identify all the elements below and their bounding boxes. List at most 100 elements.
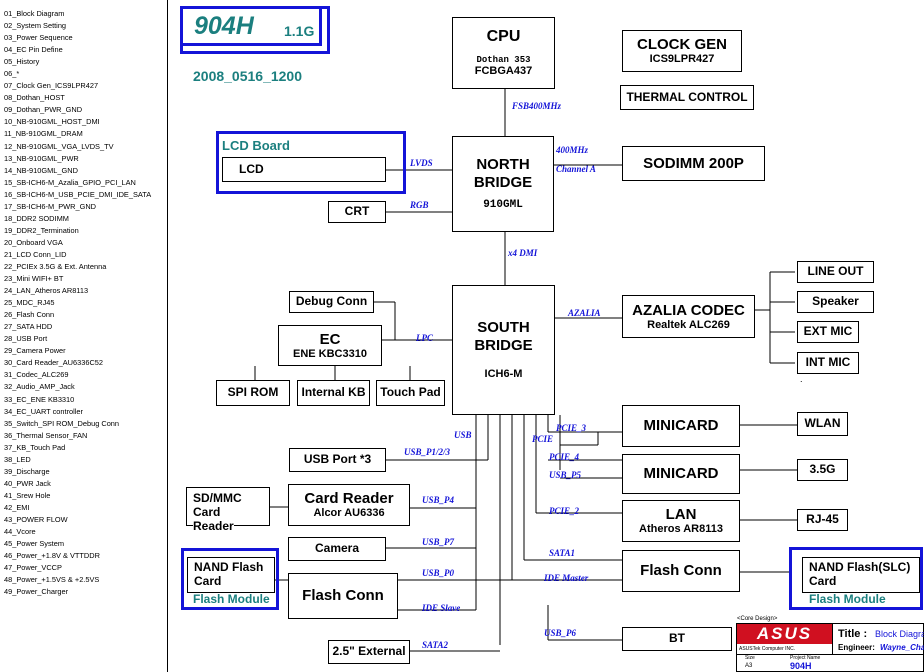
minicard-2-block: MINICARD xyxy=(622,454,740,494)
page-index-item: 25_MDC_RJ45 xyxy=(4,298,55,308)
speaker-block: Speaker xyxy=(797,291,874,313)
page-index-item: 49_Power_Charger xyxy=(4,587,69,597)
page-index-item: 12_NB-910GML_VGA_LVDS_TV xyxy=(4,141,114,151)
sdmmc-block: SD/MMC Card Reader xyxy=(186,487,270,534)
engineer-label: Engineer: xyxy=(838,643,875,652)
thermal-control-block: THERMAL CONTROL xyxy=(620,85,754,110)
sig-ide-slave: IDE Slave xyxy=(422,603,461,613)
sdmmc-line1: SD/MMC xyxy=(193,491,242,505)
tb-divider-v xyxy=(832,624,833,654)
size-value: A3 xyxy=(745,663,753,669)
page-index-item: 17_SB-ICH6-M_PWR_GND xyxy=(4,201,96,211)
page-index-item: 01_Block Diagram xyxy=(4,9,65,18)
company-name: ASUSTek Computer INC. xyxy=(739,646,796,652)
azalia-codec-block: AZALIA CODEC Realtek ALC269 xyxy=(622,295,755,338)
page-index-item: 19_DDR2_Termination xyxy=(4,225,79,235)
page-index-item: 04_EC Pin Define xyxy=(4,45,63,55)
page-index-item: 41_Srew Hole xyxy=(4,490,51,500)
sb-chip: ICH6-M xyxy=(484,367,523,380)
nand-right-block: NAND Flash(SLC) Card xyxy=(802,557,920,593)
page-index-item: 35_Switch_SPI ROM_Debug Conn xyxy=(4,418,120,428)
page-index-item: 33_EC_ENE KB3310 xyxy=(4,394,75,404)
page-index-item: 36_Thermal Sensor_FAN xyxy=(4,430,88,440)
bt-block: BT xyxy=(622,627,732,651)
page-index-item: 18_DDR2 SODIMM xyxy=(4,213,69,223)
page-index-item: 24_LAN_Atheros AR8113 xyxy=(4,286,89,296)
page-index-item: 09_Dothan_PWR_GND xyxy=(4,105,83,115)
page-index-item: 11_NB-910GML_DRAM xyxy=(4,129,83,139)
page-index-item: 05_History xyxy=(4,57,40,67)
sig-rgb: RGB xyxy=(410,200,429,210)
page-index-item: 10_NB-910GML_HOST_DMI xyxy=(4,117,100,127)
sig-usb: USB xyxy=(454,430,472,440)
ec-title: EC xyxy=(319,330,341,348)
cpu-line1: Dothan 353 xyxy=(476,54,531,65)
clock-gen-block: CLOCK GEN ICS9LPR427 xyxy=(622,30,742,72)
sig-pcie: PCIE xyxy=(532,434,554,444)
page-index-item: 21_LCD Conn_LID xyxy=(4,249,67,259)
page-index-item: 30_Card Reader_AU6336C52 xyxy=(4,358,104,368)
sig-usbp6: USB_P6 xyxy=(544,628,577,638)
sig-usbp7: USB_P7 xyxy=(422,537,455,547)
cpu-line2: FCBGA437 xyxy=(474,65,533,78)
flash-conn-left-label: Flash Conn xyxy=(302,587,384,605)
3-5g-block: 3.5G xyxy=(797,459,848,481)
flash-conn-right-label: Flash Conn xyxy=(640,562,722,580)
lcd-board-frame xyxy=(216,131,406,194)
sig-sata1: SATA1 xyxy=(549,548,576,558)
sig-fsb: FSB400MHz xyxy=(512,101,562,111)
page-index-item: 13_NB-910GML_PWR xyxy=(4,153,79,163)
page-index-item: 23_Mini WIFI+ BT xyxy=(4,274,64,284)
page-index-item: 06_* xyxy=(4,69,20,79)
page-index-item: 22_PCIEx 3.5G & Ext. Antenna xyxy=(4,261,107,271)
cpu-block: CPU Dothan 353 FCBGA437 xyxy=(452,17,555,89)
card-reader-sub: Alcor AU6336 xyxy=(313,507,385,520)
ec-sub: ENE KBC3310 xyxy=(293,347,367,360)
sodimm-block: SODIMM 200P xyxy=(622,146,765,181)
page-index-item: 29_Camera Power xyxy=(4,346,66,356)
stray-dot: . xyxy=(800,374,803,384)
sb-line2: BRIDGE xyxy=(474,336,533,354)
engineer-value: Wayne_Chang xyxy=(880,643,924,652)
page-index-item: 34_EC_UART controller xyxy=(4,406,84,416)
page-index-item: 08_Dothan_HOST xyxy=(4,93,65,103)
flash-conn-right-block: Flash Conn xyxy=(622,550,740,592)
crt-block: CRT xyxy=(328,201,386,223)
minicard-2-label: MINICARD xyxy=(643,465,719,483)
page-index-item: 14_NB-910GML_GND xyxy=(4,165,78,175)
page-index-item: 26_Flash Conn xyxy=(4,310,55,320)
page-index-item: 16_SB-ICH6-M_USB_PCIE_DMI_IDE_SATA xyxy=(4,189,152,199)
lcd-block: LCD xyxy=(222,157,386,182)
wlan-block: WLAN xyxy=(797,412,848,436)
nand-right-line1: NAND Flash(SLC) xyxy=(809,560,911,575)
page-index-item: 45_Power System xyxy=(4,539,64,549)
sb-line1: SOUTH xyxy=(477,319,530,337)
external-block: 2.5" External xyxy=(328,640,410,664)
page-index-item: 43_POWER FLOW xyxy=(4,514,68,524)
sig-lpc: LPC xyxy=(416,333,433,343)
sig-pcie2: PCIE_2 xyxy=(549,506,580,516)
lan-block: LAN Atheros AR8113 xyxy=(622,500,740,542)
south-bridge-block: SOUTH BRIDGE ICH6-M xyxy=(452,285,555,415)
internal-kb-block: Internal KB xyxy=(297,380,370,406)
nand-left-line1: NAND Flash xyxy=(194,560,264,575)
page-index-item: 15_SB-ICH6-M_Azalia_GPIO_PCI_LAN xyxy=(4,177,136,187)
page-index-item: 48_Power_+1.5VS & +2.5VS xyxy=(4,575,100,585)
page-index-item: 07_Clock Gen_ICS9LPR427 xyxy=(4,81,99,91)
sdmmc-line2: Card xyxy=(193,504,221,519)
sig-pcie4: PCIE_4 xyxy=(549,452,580,462)
flash-module-right-label: Flash Module xyxy=(809,592,886,606)
lan-sub: Atheros AR8113 xyxy=(639,523,723,536)
usb-port-block: USB Port *3 xyxy=(289,448,386,472)
north-bridge-block: NORTH BRIDGE 910GML xyxy=(452,136,554,232)
sig-usbp4: USB_P4 xyxy=(422,495,455,505)
page-index-item: 46_Power_+1.8V & VTTDDR xyxy=(4,551,100,561)
model-name: 904H xyxy=(194,12,254,40)
line-out-block: LINE OUT xyxy=(797,261,874,283)
nand-left-line2: Card xyxy=(194,574,222,588)
nb-line1: NORTH xyxy=(476,156,530,174)
flash-module-left-frame xyxy=(181,548,279,610)
page-index-item: 39_Discharge xyxy=(4,466,50,476)
